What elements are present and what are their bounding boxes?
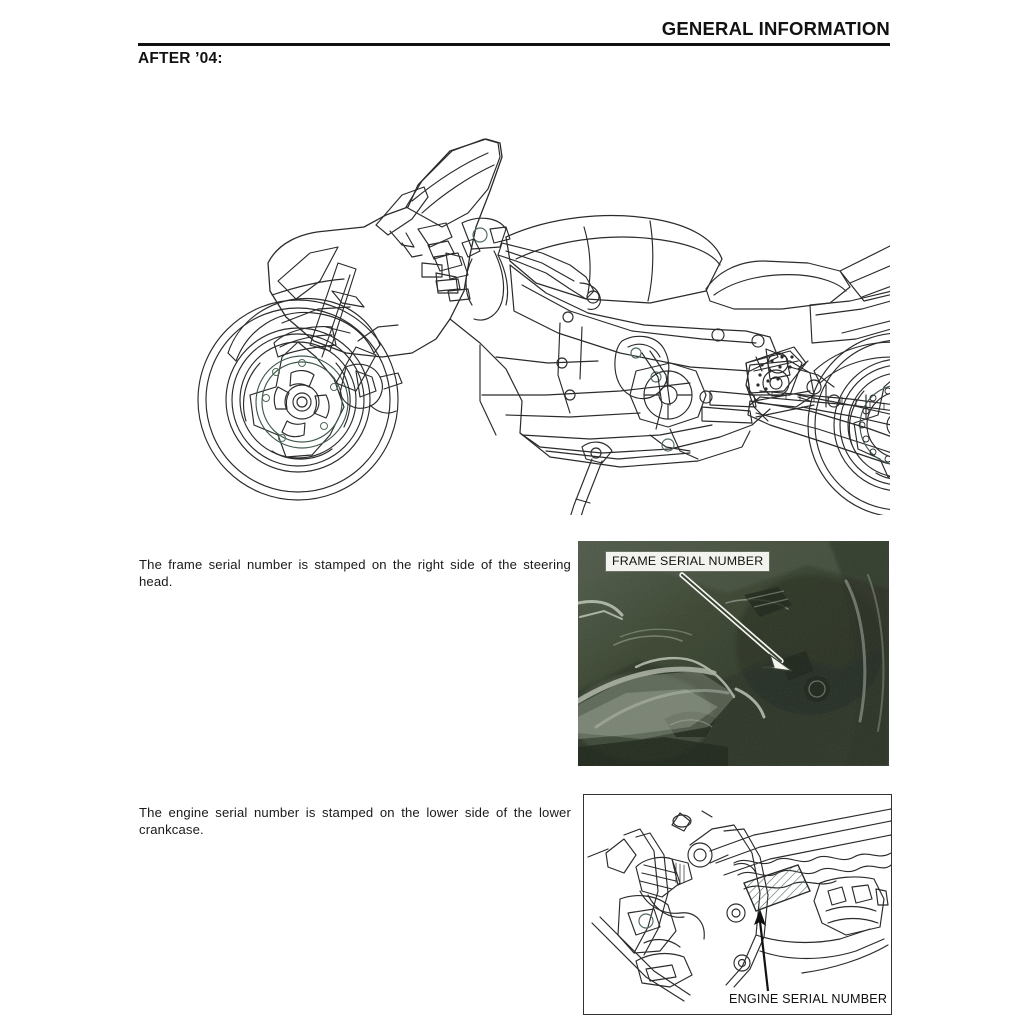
- motorcycle-illustration: [150, 95, 890, 515]
- engine-pointer-arrow: [754, 909, 770, 992]
- frame-serial-number-photo: FRAME SERIAL NUMBER: [578, 541, 889, 766]
- serial-number-pad: [743, 864, 811, 912]
- page-title: GENERAL INFORMATION: [661, 18, 890, 39]
- frame-serial-photo-content: [578, 541, 889, 766]
- page-header: GENERAL INFORMATION: [0, 0, 1024, 60]
- engine-serial-number-label: ENGINE SERIAL NUMBER: [727, 992, 890, 1006]
- frame-serial-description: The frame serial number is stamped on th…: [139, 557, 571, 590]
- photo-pointer-arrow: [679, 572, 793, 672]
- section-title: AFTER ’04:: [138, 50, 223, 67]
- engine-serial-figure-content: [587, 808, 891, 1002]
- engine-serial-number-illustration: ENGINE SERIAL NUMBER: [583, 794, 892, 1015]
- engine-serial-description: The engine serial number is stamped on t…: [139, 805, 571, 838]
- frame-serial-number-label: FRAME SERIAL NUMBER: [606, 552, 770, 571]
- header-divider: [138, 43, 890, 46]
- motorcycle-side-view-icon: [197, 138, 890, 515]
